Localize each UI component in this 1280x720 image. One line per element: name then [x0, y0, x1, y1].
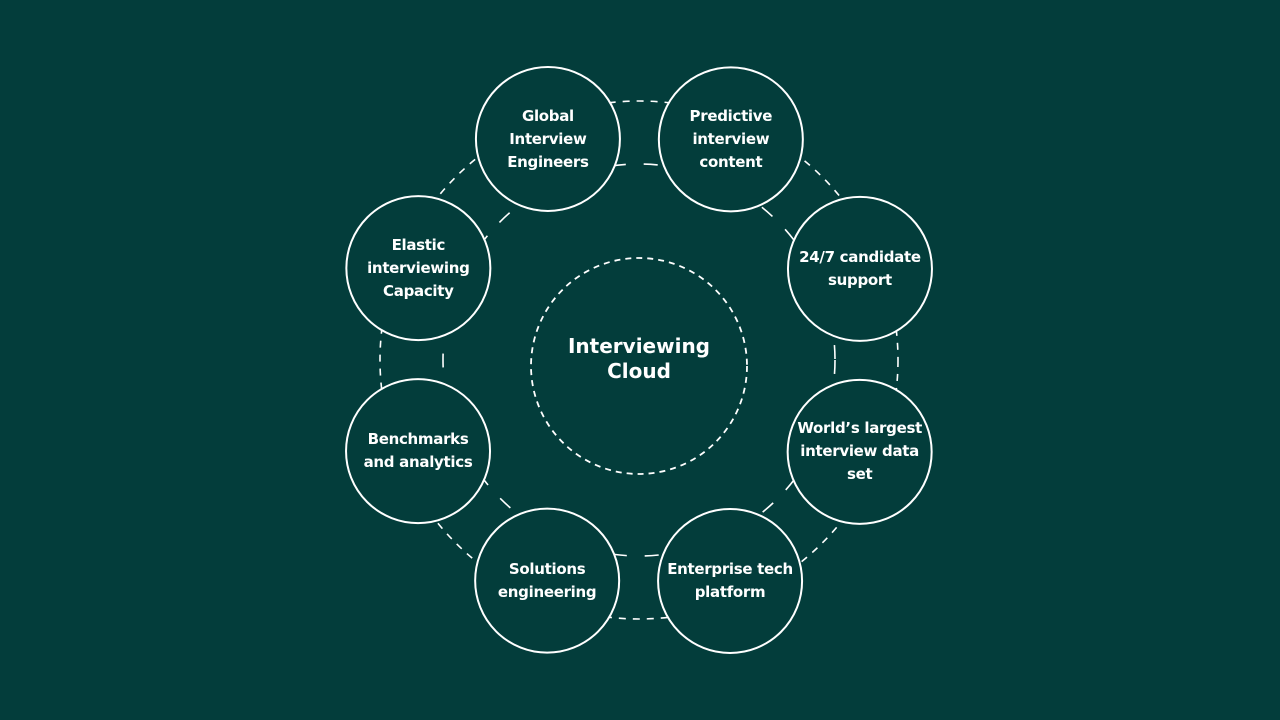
node-label: Predictive interview content — [689, 106, 773, 171]
node-8: Elastic interviewing Capacity — [346, 196, 490, 340]
node-label: Elastic interviewing Capacity — [367, 235, 470, 300]
node-label: Global Interview Engineers — [507, 106, 589, 171]
node-2: Predictive interview content — [659, 67, 803, 211]
center-label-line1: Interviewing — [567, 334, 710, 358]
center-label-line2: Cloud — [607, 359, 671, 383]
node-circle — [657, 66, 804, 213]
node-7: Benchmarks and analytics — [346, 379, 490, 523]
node-circle — [786, 378, 933, 525]
center-label: Interviewing Cloud — [539, 334, 739, 384]
center-dashed-circle — [530, 257, 748, 475]
node-label: World’s largest interview data set — [797, 419, 922, 484]
node-circle — [345, 195, 492, 342]
node-1: Global Interview Engineers — [476, 67, 620, 211]
node-label: Solutions engineering — [497, 559, 597, 601]
node-circle — [786, 195, 933, 342]
node-circle — [657, 507, 804, 654]
node-label: Enterprise tech platform — [667, 559, 793, 601]
inner-connector-ring — [442, 163, 836, 557]
node-circle — [345, 378, 492, 525]
node-label: 24/7 candidate support — [799, 247, 921, 289]
node-label: Benchmarks and analytics — [363, 430, 473, 472]
node-6: Solutions engineering — [475, 509, 619, 653]
outer-dashed-ring — [379, 100, 899, 620]
node-circle — [474, 66, 621, 213]
node-5: Enterprise tech platform — [658, 509, 802, 653]
node-3: 24/7 candidate support — [788, 197, 932, 341]
node-circle — [474, 507, 621, 654]
node-4: World’s largest interview data set — [788, 380, 932, 524]
